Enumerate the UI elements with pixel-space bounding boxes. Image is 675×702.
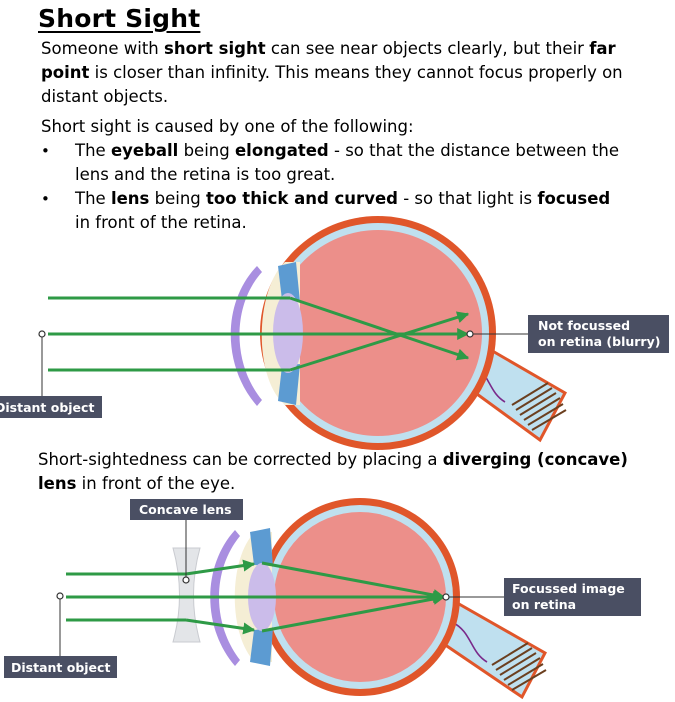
light-rays-1 xyxy=(48,296,470,372)
iris-top xyxy=(278,262,300,302)
svg-text:Not focussed: Not focussed xyxy=(538,318,630,333)
svg-text:on retina (blurry): on retina (blurry) xyxy=(538,334,660,349)
retina-point-marker xyxy=(442,593,504,601)
list-item: •The lens being too thick and curved - s… xyxy=(41,189,611,232)
ray-top-refracted xyxy=(289,296,470,361)
causes-list: •The eyeball being elongated - so that t… xyxy=(41,139,620,235)
crystalline-lens xyxy=(273,293,303,373)
focussed-image-label: Focussed image on retina xyxy=(504,578,641,616)
nerve-vessel xyxy=(469,361,506,403)
choroid xyxy=(267,223,489,443)
ray-bottom-diverged xyxy=(185,618,256,635)
bullet-icon: • xyxy=(41,142,50,160)
retina-point-marker xyxy=(466,330,528,338)
svg-text:on retina: on retina xyxy=(512,597,576,612)
ray-bottom-refracted xyxy=(289,311,470,372)
svg-text:Concave lens: Concave lens xyxy=(139,502,232,517)
intro-paragraph: Someone with short sight can see near ob… xyxy=(41,39,623,106)
eye-diagram-2 xyxy=(210,498,547,700)
cornea xyxy=(210,530,240,666)
correction-paragraph: Short-sightedness can be corrected by pl… xyxy=(38,450,628,493)
crystalline-lens xyxy=(248,563,276,631)
light-rays-2 xyxy=(66,559,446,635)
causes-intro: Short sight is caused by one of the foll… xyxy=(41,117,414,136)
bullet-icon: • xyxy=(41,190,50,208)
page-title: Short Sight xyxy=(38,4,201,33)
aqueous-humour xyxy=(234,532,272,662)
nerve-fibres xyxy=(511,382,567,431)
list-item: •The eyeball being elongated - so that t… xyxy=(41,141,620,184)
not-focussed-label: Not focussed on retina (blurry) xyxy=(528,315,669,353)
optic-nerve xyxy=(436,597,547,700)
object-point-marker xyxy=(38,330,46,398)
nerve-fibres xyxy=(491,642,547,691)
iris-top xyxy=(250,528,273,566)
ray-top-diverged xyxy=(185,559,256,576)
ray-top-refracted xyxy=(261,561,446,601)
concave-lens xyxy=(172,547,201,643)
lens-point-marker xyxy=(182,519,190,584)
svg-text:Focussed image: Focussed image xyxy=(512,581,625,596)
distant-object-label-1: Distant object xyxy=(0,396,102,418)
aqueous-humour xyxy=(261,262,300,405)
choroid xyxy=(267,505,453,689)
svg-text:Distant object: Distant object xyxy=(11,660,110,675)
sclera xyxy=(260,216,496,450)
optic-nerve xyxy=(453,335,568,443)
cornea xyxy=(230,266,262,406)
distant-object-label-2: Distant object xyxy=(4,656,117,678)
eye-diagram-1 xyxy=(230,216,568,450)
short-sight-diagram: Distant object Not focussed on retina (b… xyxy=(0,216,669,450)
nerve-vessel xyxy=(451,621,488,663)
sclera xyxy=(260,498,460,696)
concave-lens-label: Concave lens xyxy=(130,499,243,520)
iris-bottom xyxy=(250,628,273,666)
ray-bottom-refracted xyxy=(261,593,446,633)
svg-text:Distant object: Distant object xyxy=(0,400,94,415)
object-point-marker xyxy=(56,592,64,656)
iris-bottom xyxy=(278,364,300,405)
vitreous-humour xyxy=(274,230,482,436)
corrected-sight-diagram: Concave lens Distant object Focussed ima… xyxy=(4,498,641,700)
vitreous-humour xyxy=(274,512,446,682)
